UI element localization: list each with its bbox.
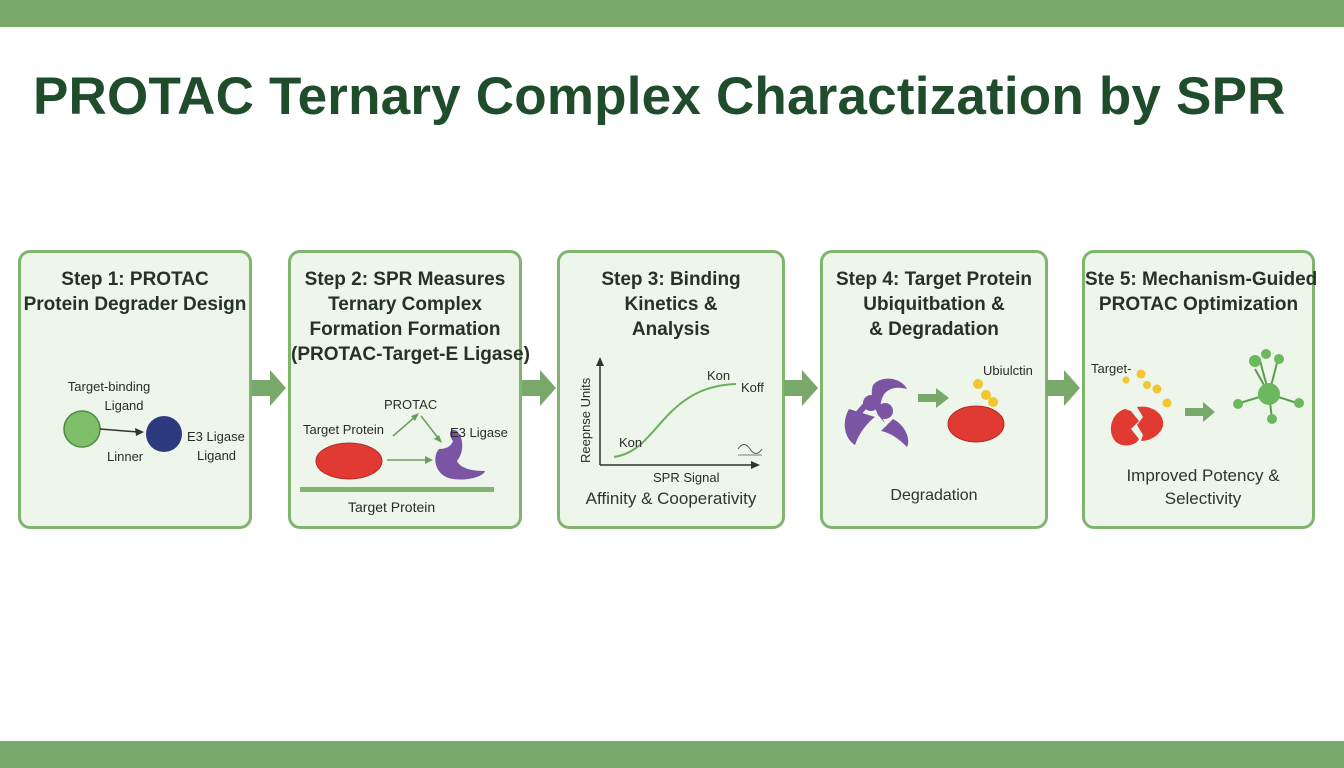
protac-label: PROTAC [384, 397, 438, 412]
step-2-title-line-1: Step 2: SPR Measures [304, 269, 506, 290]
y-axis-arrowhead [596, 357, 604, 366]
ubiquitin-dot-2 [981, 390, 991, 400]
e3-ligase-shape [435, 429, 485, 480]
molecule-node-1 [1249, 355, 1261, 367]
fragment-dot-1 [1122, 376, 1130, 384]
step-3-plot [596, 357, 763, 469]
sensorgram-curve [613, 383, 737, 458]
flow-arrow-3 [784, 370, 818, 406]
step-3-title-line-1: Step 3: Binding [601, 269, 741, 290]
protac-e3-arrow [420, 415, 440, 440]
degraded-target-right [1137, 406, 1164, 441]
surface-target-protein-label: Target Protein [348, 499, 436, 515]
step-4-title: Step 4: Target Protein Ubiquitbation & &… [823, 267, 1045, 342]
step-3-caption: Affinity & Cooperativity [585, 489, 757, 508]
target-protein-ellipse [947, 405, 1005, 443]
molecule-node-5 [1294, 398, 1304, 408]
target-label: Target- [1091, 361, 1132, 376]
step-3-title-line-2: Kinetics & [624, 294, 718, 315]
step-4-card: Step 4: Target Protein Ubiquitbation & &… [820, 250, 1048, 529]
page-title: PROTAC Ternary Complex Charactization by… [33, 67, 1286, 126]
e3-joint-2 [877, 403, 893, 419]
step-3-card: Step 3: Binding Kinetics & Analysis Reep… [557, 250, 785, 529]
x-axis-label: SPR Signal [653, 470, 720, 485]
step-3-title: Step 3: Binding Kinetics & Analysis [560, 267, 782, 342]
step-4-diagram [844, 378, 1005, 447]
step-1-card: Step 1: PROTAC Protein Degrader Design T… [18, 250, 252, 529]
step-5-caption-line-2: Selectivity [1164, 489, 1242, 508]
top-band [0, 0, 1344, 27]
step-2-title-line-2: Ternary Complex [328, 294, 482, 315]
step-1-title-line-2: Protein Degrader Design [23, 294, 247, 315]
e3-ligand-circle [146, 416, 182, 452]
ubiquitin-dot-3 [988, 397, 998, 407]
linker-line [99, 428, 139, 433]
step-5-diagram [1110, 349, 1304, 446]
step-2-title: Step 2: SPR Measures Ternary Complex For… [291, 267, 530, 367]
ligand-label: Ligand [104, 398, 144, 413]
fragment-dot-5 [1162, 398, 1172, 408]
koff-label: Koff [741, 380, 764, 395]
step-5-caption-line-1: Improved Potency & [1126, 466, 1280, 485]
step-5-arrow-head [1203, 402, 1215, 422]
step-2-card: Step 2: SPR Measures Ternary Complex For… [288, 250, 530, 529]
step-1-title-line-1: Step 1: PROTAC [61, 269, 209, 290]
e3-ligand-label: Ligand [197, 448, 237, 463]
step-5-caption: Improved Potency & Selectivity [1085, 464, 1321, 510]
step-1-diagram [63, 410, 182, 452]
ubiquitin-dot-1 [973, 379, 983, 389]
bottom-band [0, 741, 1344, 768]
e3-claw-right [881, 419, 909, 447]
flow-arrow-2 [522, 370, 556, 406]
step-2-title-line-3: Formation Formation [309, 319, 501, 340]
step-4-caption: Degradation [890, 487, 978, 504]
step-5-card: Ste 5: Mechanism-Guided PROTAC Optimizat… [1082, 250, 1318, 529]
target-binding-label: Target-binding [67, 379, 151, 394]
step-5-title-line-2: PROTAC Optimization [1098, 294, 1299, 315]
fragment-dot-2 [1136, 369, 1146, 379]
step-4-arrow-shaft [918, 394, 936, 402]
protac-target-arrow [392, 415, 417, 437]
degraded-target-left [1110, 409, 1139, 446]
step-4-title-line-1: Step 4: Target Protein [835, 269, 1032, 290]
target-protein-ellipse [315, 442, 383, 480]
molecule-node-6 [1267, 414, 1277, 424]
molecule-node-2 [1261, 349, 1271, 359]
step-5-arrow-shaft [1185, 408, 1203, 416]
step-3-title-line-3: Analysis [631, 319, 711, 340]
signal-wave-icon [737, 444, 763, 454]
e3-ligase-label: E3 Ligase [450, 425, 508, 440]
step-5-title: Ste 5: Mechanism-Guided PROTAC Optimizat… [1085, 267, 1318, 317]
step-5-title-line-1: Ste 5: Mechanism-Guided [1085, 269, 1318, 290]
linker-arrowhead [135, 428, 144, 436]
molecule-node-3 [1274, 354, 1284, 364]
molecule-node-4 [1233, 399, 1243, 409]
step-4-title-line-2: Ubiquitbation & [863, 294, 1005, 315]
step-1-title: Step 1: PROTAC Protein Degrader Design [21, 267, 249, 317]
e3-claw-left [844, 409, 875, 445]
linker-label: Linner [107, 449, 144, 464]
kon-top-label: Kon [707, 368, 731, 383]
step-2-title-line-4: (PROTAC-Target-E Ligase) [291, 344, 530, 365]
ubiquitin-label: Ubiulctin [983, 363, 1033, 378]
step-4-arrow-head [936, 388, 949, 408]
y-axis-label: Reepnse Units [578, 377, 593, 463]
flow-arrow-4 [1046, 370, 1080, 406]
e3-ligase-label: E3 Ligase [187, 429, 245, 444]
molecule-core-node [1258, 383, 1280, 405]
step-2-diagram [300, 413, 494, 492]
flow-arrow-1 [252, 370, 286, 406]
sensor-surface [300, 487, 494, 492]
target-protein-label: Target Protein [303, 422, 384, 437]
fragment-dot-3 [1143, 381, 1151, 389]
kon-bottom-label: Kon [619, 435, 643, 450]
target-ligand-circle [63, 410, 101, 448]
fragment-dot-4 [1152, 384, 1162, 394]
x-axis-arrowhead [751, 461, 760, 469]
step-4-title-line-3: & Degradation [869, 319, 999, 340]
